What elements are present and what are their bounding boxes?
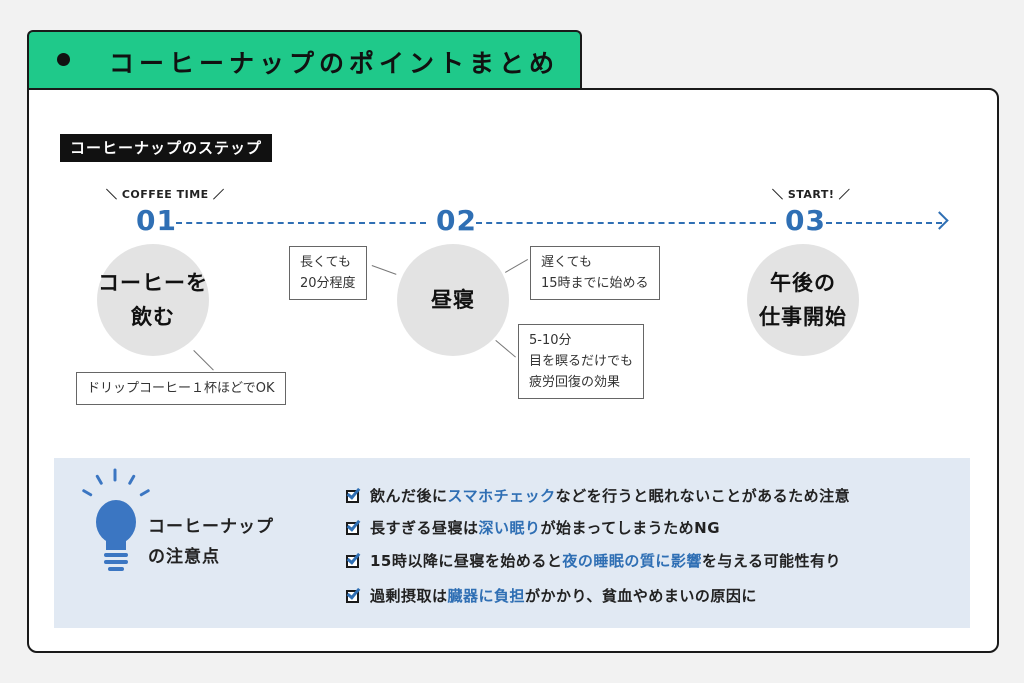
timeline-line-1 bbox=[176, 222, 426, 224]
caution-panel bbox=[54, 458, 970, 628]
step1-tagline: ＼ COFFEE TIME ／ bbox=[106, 188, 225, 201]
note-line: 5-10分 bbox=[529, 333, 572, 348]
page-title: コーヒーナップのポイントまとめ bbox=[109, 49, 560, 78]
step2-line1: 昼寝 bbox=[431, 288, 475, 312]
caution-text: が始まってしまうためNG bbox=[540, 519, 721, 537]
step3-line2: 仕事開始 bbox=[759, 305, 847, 329]
note-line: 目を瞑るだけでも bbox=[529, 354, 634, 369]
timeline-line-3 bbox=[826, 222, 942, 224]
step1-number: 01 bbox=[136, 204, 177, 237]
bulb-neck bbox=[106, 536, 126, 550]
step3-circle: 午後の 仕事開始 bbox=[747, 244, 859, 356]
caution-title-line2: の注意点 bbox=[148, 547, 220, 567]
caution-highlight: スマホチェック bbox=[447, 487, 556, 505]
checkbox-checked-icon bbox=[346, 516, 362, 536]
timeline-line-2 bbox=[476, 222, 776, 224]
note-step2-left: 長くても 20分程度 bbox=[289, 246, 367, 300]
step3-number: 03 bbox=[785, 204, 826, 237]
note-step2-right: 遅くても 15時までに始める bbox=[530, 246, 660, 300]
bulb-ray bbox=[113, 468, 117, 482]
note-line: ドリップコーヒー１杯ほどでOK bbox=[87, 381, 275, 396]
note-line: 遅くても bbox=[541, 255, 592, 270]
note-step2-bottom: 5-10分 目を瞑るだけでも 疲労回復の効果 bbox=[518, 324, 645, 399]
caution-text: 過剰摂取は bbox=[370, 587, 448, 605]
caution-text: 15時以降に昼寝を始めると bbox=[370, 552, 563, 570]
caution-text: を与える可能性有り bbox=[701, 552, 841, 570]
header-tab: コーヒーナップのポイントまとめ bbox=[27, 30, 582, 88]
note-line: 15時までに始める bbox=[541, 276, 649, 291]
caution-title: コーヒーナップ の注意点 bbox=[148, 512, 274, 572]
bullet-dot-icon bbox=[57, 53, 70, 66]
checkbox-checked-icon bbox=[346, 584, 362, 604]
checkbox-checked-icon bbox=[346, 484, 362, 504]
caution-item: 飲んだ後にスマホチェックなどを行うと眠れないことがあるため注意 bbox=[346, 484, 851, 506]
caution-highlight: 臓器に負担 bbox=[447, 587, 526, 605]
step1-circle: コーヒーを 飲む bbox=[97, 244, 209, 356]
step3-tagline: ＼ START! ／ bbox=[772, 188, 851, 201]
step1-line2: 飲む bbox=[131, 305, 175, 329]
bulb-ring bbox=[104, 553, 128, 557]
step2-number: 02 bbox=[436, 204, 477, 237]
caution-item: 過剰摂取は臓器に負担がかかり、貧血やめまいの原因に bbox=[346, 584, 757, 606]
note-line: 20分程度 bbox=[300, 276, 356, 291]
caution-text: 長すぎる昼寝は bbox=[370, 519, 479, 537]
caution-text: 飲んだ後に bbox=[370, 487, 448, 505]
caution-item: 15時以降に昼寝を始めると夜の睡眠の質に影響を与える可能性有り bbox=[346, 549, 841, 571]
checkbox-checked-icon bbox=[346, 549, 362, 569]
caution-item: 長すぎる昼寝は深い眠りが始まってしまうためNG bbox=[346, 516, 721, 538]
section-label: コーヒーナップのステップ bbox=[60, 134, 273, 162]
caution-title-line1: コーヒーナップ bbox=[148, 517, 274, 537]
note-step1-bottom: ドリップコーヒー１杯ほどでOK bbox=[76, 372, 286, 405]
step3-line1: 午後の bbox=[770, 271, 836, 295]
caution-highlight: 深い眠り bbox=[478, 519, 541, 537]
caution-highlight: 夜の睡眠の質に影響 bbox=[562, 552, 702, 570]
note-line: 長くても bbox=[300, 255, 351, 270]
step2-circle: 昼寝 bbox=[397, 244, 509, 356]
bulb-ring bbox=[104, 560, 128, 564]
step1-line1: コーヒーを bbox=[98, 271, 208, 295]
caution-text: などを行うと眠れないことがあるため注意 bbox=[555, 487, 851, 505]
note-line: 疲労回復の効果 bbox=[529, 375, 621, 390]
bulb-ring bbox=[108, 567, 124, 571]
caution-text: がかかり、貧血やめまいの原因に bbox=[525, 587, 757, 605]
